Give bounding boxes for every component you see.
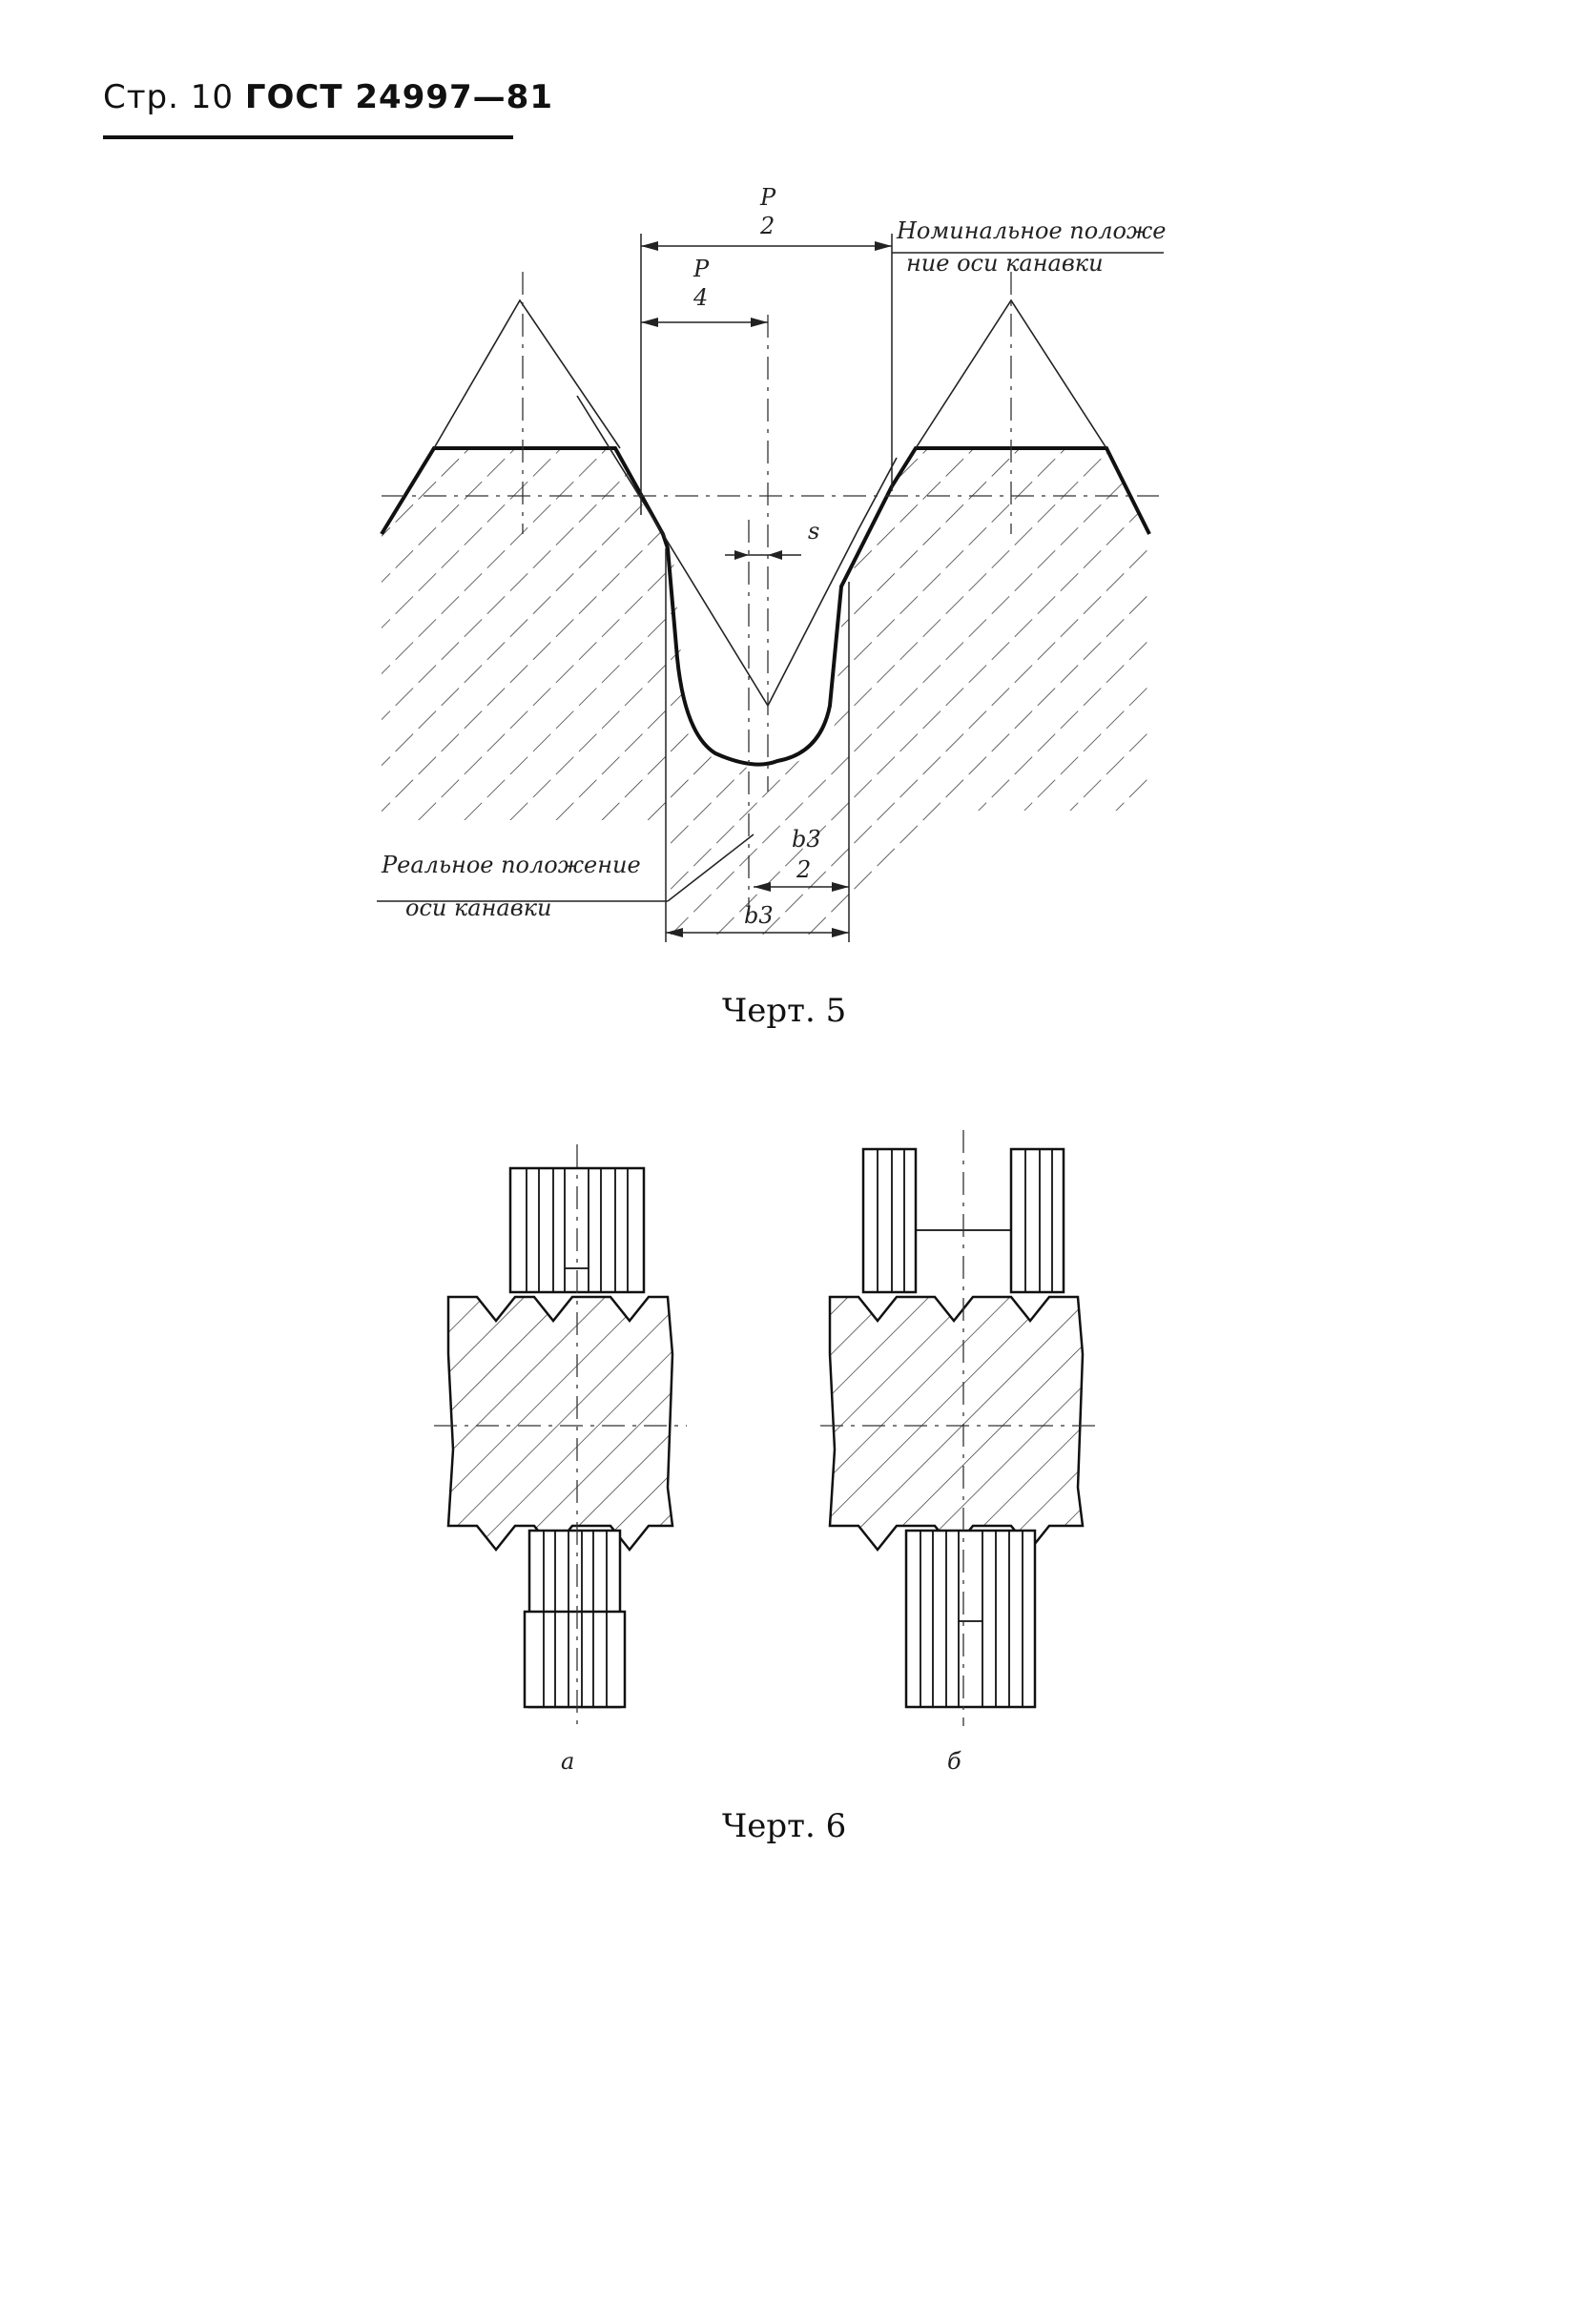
fig6b-body — [828, 1295, 1085, 1553]
label-b3-over-2-bottom: 2 — [796, 856, 811, 883]
label-p-over-4-bottom: 4 — [692, 284, 708, 311]
page-number: Стр. 10 — [103, 78, 235, 116]
label-real-axis-line1: Реальное положение — [381, 852, 641, 878]
label-b3-over-2-top: b3 — [792, 826, 821, 853]
label-s: s — [808, 518, 819, 545]
label-real-axis-line2: оси канавки — [405, 895, 552, 921]
figure-6a: а — [434, 1144, 687, 1775]
fig6-caption: Черт. 6 — [722, 1807, 847, 1845]
fig6b-top-tool-right — [1009, 1147, 1065, 1294]
figure-6b: б — [820, 1130, 1097, 1775]
label-nominal-axis-line2: ние оси канавки — [906, 250, 1104, 277]
figure-5: P 2 P 4 s b3 2 b3 Номинальное положе ние… — [377, 184, 1166, 942]
label-b3: b3 — [744, 902, 774, 929]
fig6b-top-tool-left — [861, 1147, 918, 1294]
fig5-caption: Черт. 5 — [722, 992, 847, 1030]
fig6a-body — [446, 1295, 674, 1553]
label-p-over-2-bottom: 2 — [759, 213, 775, 239]
label-subfigure-a: а — [561, 1748, 574, 1775]
label-p-over-2-top: P — [759, 184, 776, 211]
label-nominal-axis-line1: Номинальное положе — [896, 217, 1166, 244]
page-header: Стр. 10 ГОСТ 24997—81 — [103, 78, 553, 116]
fig5-body — [382, 448, 1149, 935]
fig6b-bottom-tool — [904, 1529, 1037, 1709]
label-p-over-4-top: P — [692, 256, 710, 282]
fig5-profile — [380, 446, 1151, 767]
standard-number: ГОСТ 24997—81 — [244, 78, 553, 116]
label-subfigure-b: б — [947, 1748, 961, 1775]
header-rule — [103, 135, 513, 139]
